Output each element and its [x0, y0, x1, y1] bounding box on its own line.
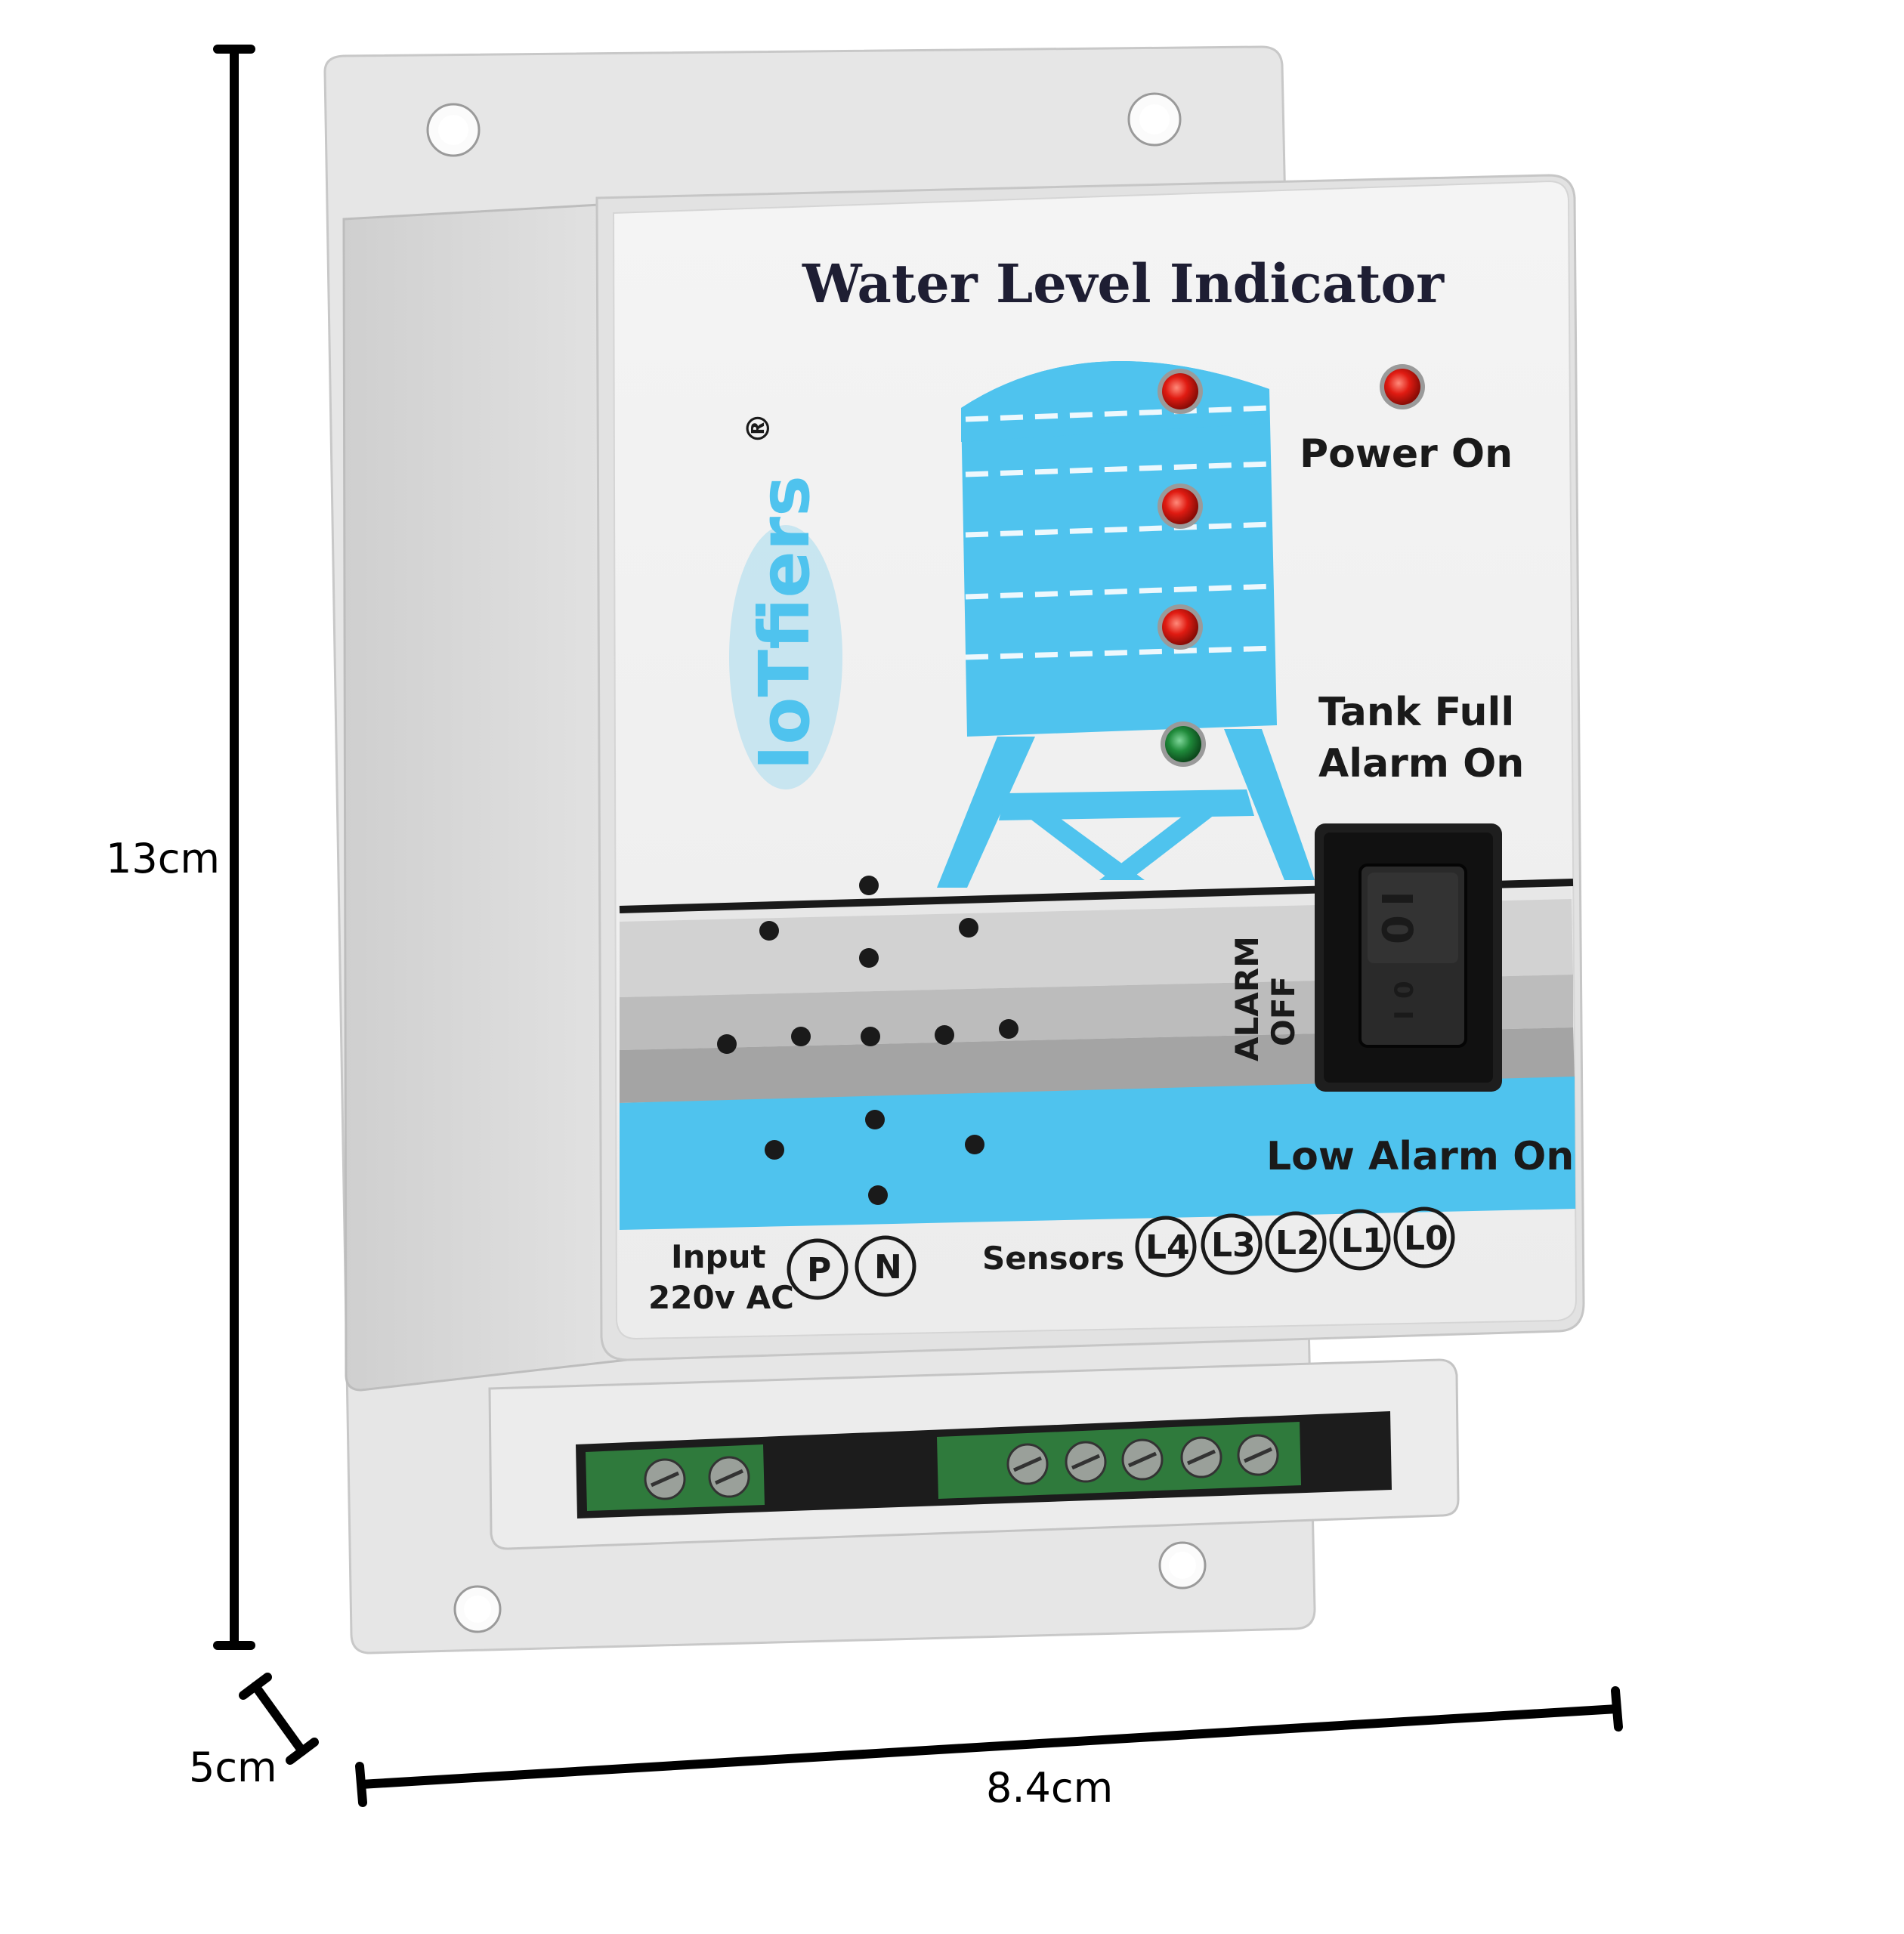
device-title: Water Level Indicator [802, 252, 1445, 315]
tank-illustration [937, 360, 1315, 888]
height-label: 13cm [106, 835, 220, 882]
alarm-rocker-switch[interactable]: 0 I I 0 [1315, 823, 1502, 1092]
led-level-2 [1158, 604, 1203, 650]
tank-stand [937, 729, 1315, 888]
width-label: 8.4cm [986, 1764, 1113, 1812]
tank-level-line [965, 461, 1272, 477]
svg-text:OFF: OFF [1265, 976, 1302, 1046]
terminal-l0: L0 [1393, 1206, 1455, 1268]
svg-text:L1: L1 [1341, 1222, 1386, 1260]
width-dimension-line [355, 1686, 1623, 1807]
depth-dimension-line [239, 1673, 319, 1765]
tank-level-line [965, 405, 1270, 422]
brand-name: IoTfiers [744, 475, 825, 771]
svg-text:P: P [807, 1251, 831, 1290]
tank-body [961, 360, 1277, 737]
svg-text:L2: L2 [1275, 1224, 1320, 1262]
svg-text:I: I [1389, 1010, 1420, 1020]
svg-text:I: I [1374, 891, 1423, 907]
screw-slots [650, 1447, 1273, 1488]
alarm-off-label: ALARM OFF [1229, 936, 1302, 1061]
mounting-hole-bottom-right [1158, 1541, 1207, 1590]
tank-full-label: Tank Full [1318, 690, 1514, 735]
tank-level-line [965, 645, 1276, 660]
dimension-annotations: 13cm 5cm 8.4cm [106, 45, 1623, 1812]
svg-text:ALARM: ALARM [1229, 936, 1266, 1061]
depth-label: 5cm [189, 1744, 277, 1791]
height-dimension-line [213, 45, 255, 1650]
input-label: Input [671, 1238, 766, 1275]
svg-text:0: 0 [1374, 915, 1423, 944]
svg-text:N: N [874, 1248, 902, 1287]
terminal-housing [488, 1358, 1460, 1550]
terminal-l1: L1 [1329, 1209, 1391, 1271]
led-power [1380, 364, 1425, 409]
brand-logo: IoTfiers ® [729, 412, 842, 789]
speaker-grille [717, 876, 1018, 1205]
switch-symbols-small: I 0 [1389, 981, 1420, 1020]
tank-level-line [965, 583, 1275, 600]
led-level-3 [1158, 484, 1203, 529]
terminal-l3: L3 [1201, 1213, 1263, 1275]
brand-trademark: ® [740, 412, 777, 444]
power-on-label: Power On [1300, 431, 1513, 477]
switch-symbols: 0 I [1374, 891, 1423, 944]
led-level-4 [1158, 369, 1203, 414]
terminal-n: N [855, 1235, 916, 1297]
sensors-label: Sensors [982, 1240, 1124, 1277]
led-level-1 [1161, 721, 1206, 767]
low-alarm-band [620, 1077, 1576, 1230]
terminal-l4: L4 [1135, 1216, 1197, 1277]
label-face: Water Level Indicator IoTfiers ® [612, 180, 1578, 1340]
low-alarm-label: Low Alarm On [1266, 1134, 1574, 1179]
mounting-hole-top-right [1127, 92, 1182, 147]
tank-full-alarm-label: Alarm On [1318, 741, 1524, 786]
svg-text:L0: L0 [1404, 1219, 1448, 1258]
tank-level-line [965, 521, 1273, 538]
svg-text:L3: L3 [1211, 1226, 1256, 1265]
svg-text:L4: L4 [1145, 1228, 1190, 1267]
input-voltage-label: 220v AC [648, 1279, 794, 1316]
terminal-p: P [787, 1238, 848, 1300]
mounting-hole-top-left [426, 103, 481, 157]
terminal-l2: L2 [1265, 1211, 1327, 1273]
enclosure-side [342, 202, 629, 1392]
svg-text:0: 0 [1389, 981, 1420, 999]
mounting-hole-bottom-left [453, 1585, 502, 1633]
